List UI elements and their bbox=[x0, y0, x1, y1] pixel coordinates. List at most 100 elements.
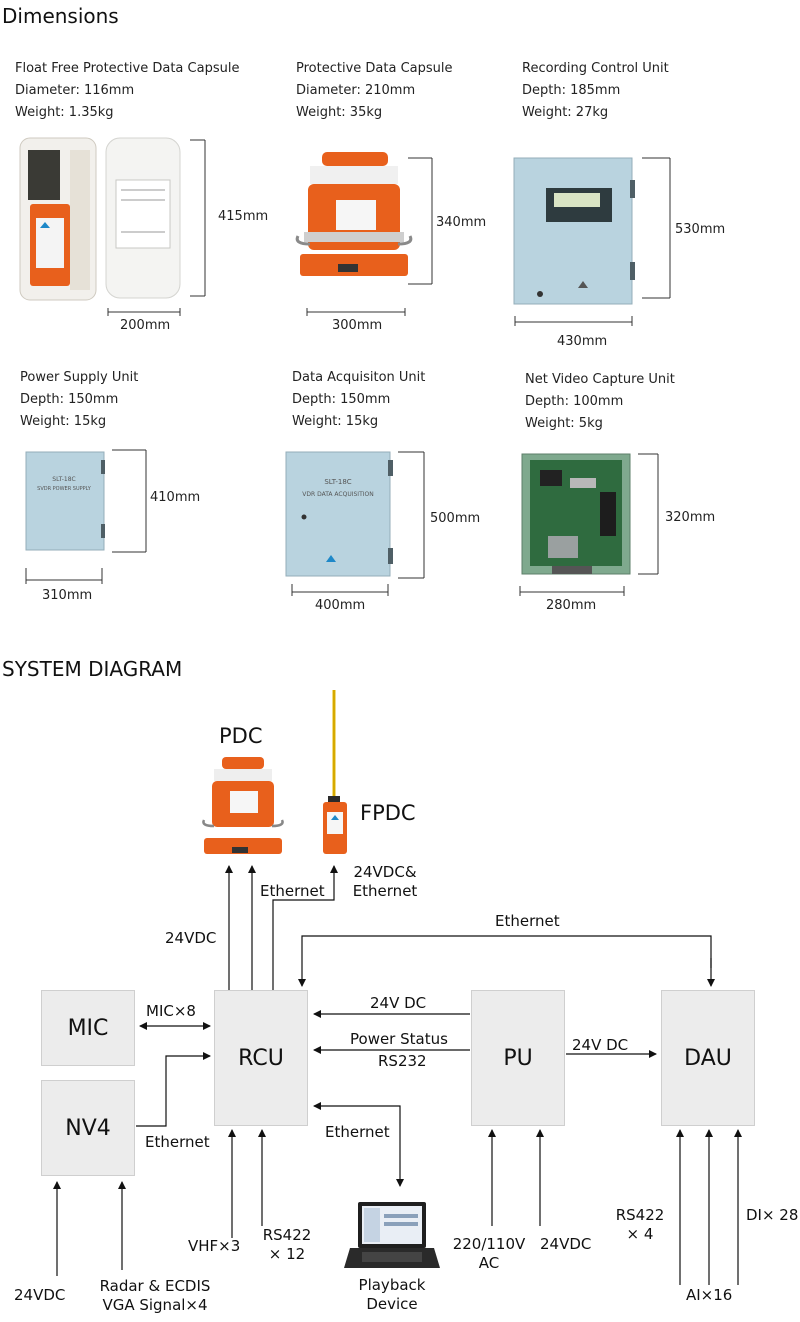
di-label: DI× 28 bbox=[746, 1206, 799, 1224]
pu-node-label: PU bbox=[503, 1045, 533, 1071]
dimensions-title: Dimensions bbox=[2, 4, 119, 28]
dau-node-label: DAU bbox=[684, 1045, 732, 1071]
radar-line2: VGA Signal×4 bbox=[102, 1296, 208, 1314]
spec-psu: Power Supply Unit Depth: 150mm Weight: 1… bbox=[20, 367, 138, 433]
rs422-12-line2: × 12 bbox=[268, 1245, 306, 1263]
ac-line2: AC bbox=[478, 1254, 500, 1272]
rcu-image bbox=[513, 157, 635, 305]
rcu-node-label: RCU bbox=[238, 1045, 284, 1071]
fpdc-power-line1: 24VDC& bbox=[353, 863, 417, 881]
rcu-width: 430mm bbox=[557, 334, 608, 349]
playback-label-line1: Playback bbox=[358, 1276, 426, 1294]
fpdc-device-image bbox=[323, 690, 347, 854]
psu-model-text: SLT-18C bbox=[52, 476, 75, 483]
spec-diameter: Diameter: 116mm bbox=[15, 83, 135, 98]
dau-rcu-ethernet bbox=[298, 935, 712, 987]
pdc-image bbox=[295, 152, 413, 276]
psu-image: SLT-18C SVDR POWER SUPPLY bbox=[25, 451, 105, 551]
spec-weight: Weight: 1.35kg bbox=[15, 105, 114, 120]
rs422-4-line2: × 4 bbox=[626, 1225, 654, 1243]
rcu-height: 530mm bbox=[675, 222, 726, 237]
spec-nvc: Net Video Capture Unit Depth: 100mm Weig… bbox=[525, 369, 675, 435]
spec-name: Float Free Protective Data Capsule bbox=[15, 61, 240, 76]
rs422-4-label: RS422 × 4 bbox=[612, 1206, 668, 1244]
psu-name-text: SVDR POWER SUPPLY bbox=[37, 486, 92, 492]
spec-name: Protective Data Capsule bbox=[296, 61, 453, 76]
spec-ffpdc: Float Free Protective Data Capsule Diame… bbox=[15, 58, 239, 124]
nvc-image bbox=[521, 453, 631, 575]
playback-label-line2: Device bbox=[366, 1295, 418, 1313]
mic-node-label: MIC bbox=[67, 1015, 109, 1041]
nv4-node: NV4 bbox=[41, 1080, 135, 1176]
nv4-ethernet-label: Ethernet bbox=[145, 1133, 210, 1151]
nv4-rcu-line bbox=[136, 1052, 211, 1127]
dau-height: 500mm bbox=[430, 511, 481, 526]
vhf-label: VHF×3 bbox=[188, 1237, 241, 1255]
radar-line1: Radar & ECDIS bbox=[99, 1277, 211, 1295]
pdc-width: 300mm bbox=[332, 318, 383, 333]
ffpdc-open-image bbox=[19, 137, 97, 301]
dau-name-text: VDR DATA ACQUISITION bbox=[302, 491, 373, 498]
rs422-12-label: RS422 × 12 bbox=[262, 1226, 312, 1264]
playback-label: Playback Device bbox=[352, 1276, 432, 1314]
rcu-24vdc-label: 24VDC bbox=[165, 929, 217, 947]
ac-label: 220/110V AC bbox=[448, 1235, 530, 1273]
pu-dau-24vdc-label: 24V DC bbox=[572, 1036, 629, 1054]
pdc-height: 340mm bbox=[436, 215, 487, 230]
spec-weight: Weight: 35kg bbox=[296, 105, 383, 120]
playback-ethernet-label: Ethernet bbox=[325, 1123, 390, 1141]
ac-line1: 220/110V bbox=[452, 1235, 526, 1253]
pdc-ethernet-label: Ethernet bbox=[260, 882, 325, 900]
spec-name: Data Acquisiton Unit bbox=[292, 370, 426, 385]
power-status-label: Power Status bbox=[350, 1030, 448, 1048]
rs232-label: RS232 bbox=[378, 1052, 427, 1070]
spec-depth: Depth: 185mm bbox=[522, 83, 621, 98]
dau-ethernet-label: Ethernet bbox=[495, 912, 560, 930]
spec-diameter: Diameter: 210mm bbox=[296, 83, 416, 98]
system-diagram-title: SYSTEM DIAGRAM bbox=[2, 657, 183, 681]
ffpdc-width: 200mm bbox=[120, 318, 171, 333]
ai-label: AI×16 bbox=[686, 1286, 733, 1304]
nv4-node-label: NV4 bbox=[65, 1115, 111, 1141]
pdc-device-image bbox=[202, 757, 284, 854]
mic-x8-label: MIC×8 bbox=[146, 1002, 196, 1020]
pu-24vdc-label: 24VDC bbox=[540, 1235, 592, 1253]
spec-weight: Weight: 5kg bbox=[525, 416, 603, 431]
pdc-label: PDC bbox=[219, 724, 263, 748]
nv4-24vdc-label: 24VDC bbox=[14, 1286, 66, 1304]
spec-depth: Depth: 100mm bbox=[525, 394, 624, 409]
fpdc-power-line2: Ethernet bbox=[352, 882, 418, 900]
spec-weight: Weight: 15kg bbox=[292, 414, 379, 429]
ffpdc-height: 415mm bbox=[218, 209, 269, 224]
spec-dau: Data Acquisiton Unit Depth: 150mm Weight… bbox=[292, 367, 425, 433]
ffpdc-cover-image bbox=[105, 137, 181, 299]
dau-image: SLT-18C VDR DATA ACQUISITION bbox=[285, 451, 393, 577]
dau-node: DAU bbox=[661, 990, 755, 1126]
spec-depth: Depth: 150mm bbox=[292, 392, 391, 407]
spec-weight: Weight: 15kg bbox=[20, 414, 107, 429]
psu-width: 310mm bbox=[42, 588, 93, 603]
spec-depth: Depth: 150mm bbox=[20, 392, 119, 407]
rcu-node: RCU bbox=[214, 990, 308, 1126]
nvc-width: 280mm bbox=[546, 598, 597, 613]
spec-name: Net Video Capture Unit bbox=[525, 372, 675, 387]
rs422-12-line1: RS422 bbox=[262, 1226, 312, 1244]
nvc-height: 320mm bbox=[665, 510, 716, 525]
spec-pdc: Protective Data Capsule Diameter: 210mm … bbox=[296, 58, 453, 124]
fpdc-label: FPDC bbox=[360, 801, 416, 825]
dimensions-artwork: SLT-18C SVDR POWER SUPPLY SLT-18C VDR DA… bbox=[19, 137, 671, 596]
rs422-4-line1: RS422 bbox=[615, 1206, 665, 1224]
mic-node: MIC bbox=[41, 990, 135, 1066]
dau-model-text: SLT-18C bbox=[324, 478, 351, 486]
rcu-playback-line bbox=[313, 1102, 404, 1187]
fpdc-power-label: 24VDC& Ethernet bbox=[346, 863, 424, 901]
dau-width: 400mm bbox=[315, 598, 366, 613]
radar-label: Radar & ECDIS VGA Signal×4 bbox=[90, 1277, 220, 1315]
spec-name: Recording Control Unit bbox=[522, 61, 669, 76]
pu-rcu-24vdc-label: 24V DC bbox=[370, 994, 427, 1012]
playback-laptop-image bbox=[344, 1202, 440, 1268]
psu-height: 410mm bbox=[150, 490, 201, 505]
spec-name: Power Supply Unit bbox=[20, 370, 139, 385]
spec-rcu: Recording Control Unit Depth: 185mm Weig… bbox=[522, 58, 669, 124]
pu-node: PU bbox=[471, 990, 565, 1126]
